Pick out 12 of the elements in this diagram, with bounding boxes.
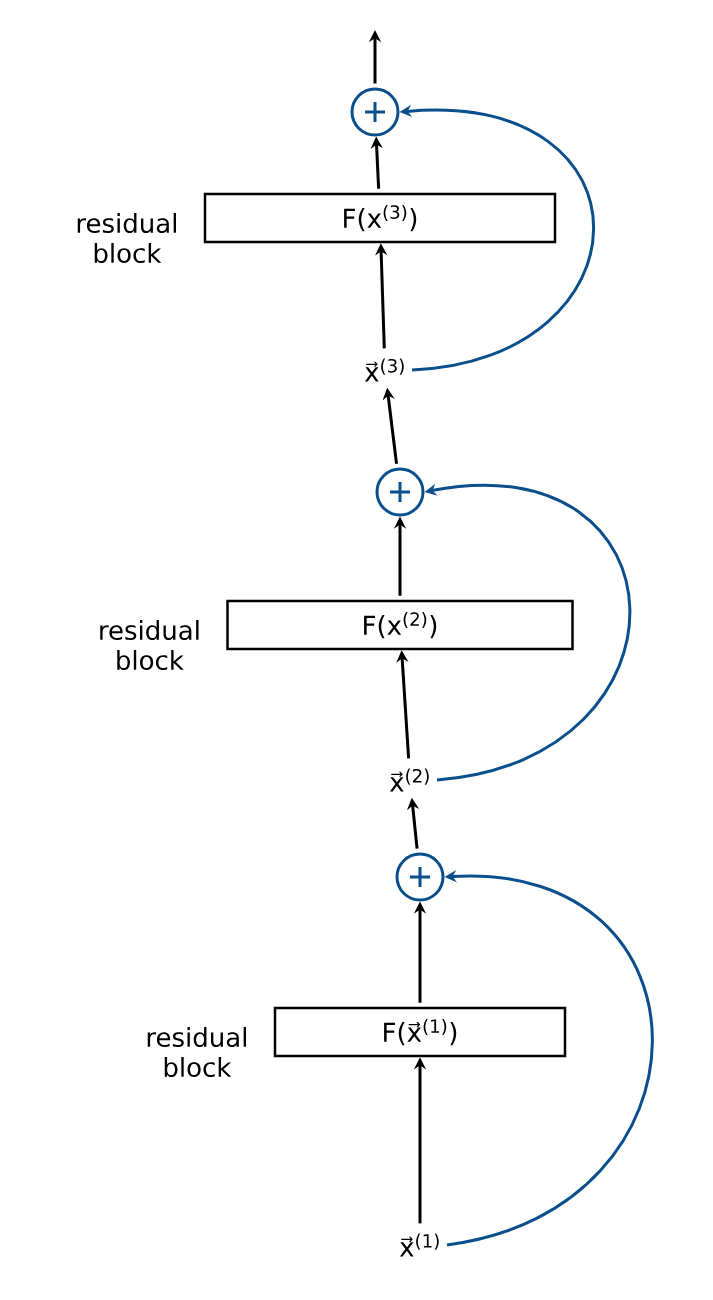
sum-circle <box>350 87 400 137</box>
vector-label: x⃗$^{(3)}$ <box>364 358 404 382</box>
block-label: residual block <box>147 1026 246 1078</box>
sum-circle <box>395 852 445 902</box>
vector-label: x⃗$^{(1)}$ <box>399 1233 439 1257</box>
sum-circle <box>375 467 425 517</box>
vector-label: x⃗$^{(2)}$ <box>389 768 429 792</box>
block-label: residual block <box>100 619 199 671</box>
residual-block-box: F(x$^{(2)}$) <box>226 599 574 651</box>
residual-block-box: F(x⃗$^{(1)}$) <box>273 1006 567 1058</box>
block-label: residual block <box>77 212 176 264</box>
residual-block-box: F(x$^{(3)}$) <box>203 192 557 244</box>
